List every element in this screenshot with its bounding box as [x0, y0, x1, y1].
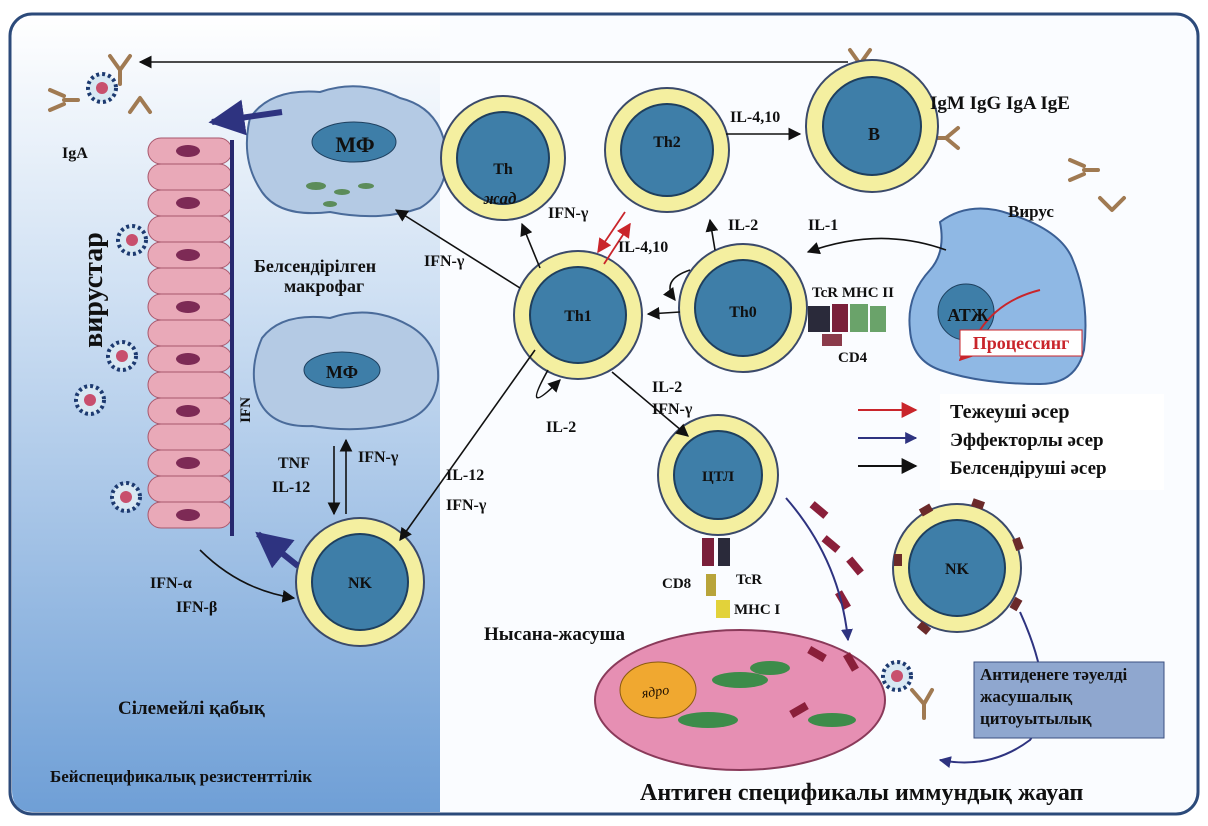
effector-arrows [208, 99, 300, 569]
activating-arrows [138, 55, 947, 603]
cell-ctl [657, 414, 779, 536]
phagosome-particles [306, 182, 374, 207]
processing-box [959, 329, 1083, 357]
cytokine-il-2-ctl: IL-2 [652, 379, 682, 396]
adcc-box [973, 661, 1165, 739]
virus-particles [74, 72, 1034, 716]
cd4-label: CD4 [838, 350, 868, 366]
cytokine-ifn-g-ctl: IFN-γ [652, 401, 693, 418]
cell-th-memory [440, 95, 566, 221]
cytokine-il-2-top: IL-2 [728, 217, 758, 234]
perforin-granules [789, 501, 864, 718]
cytokine-ifn-beta: IFN-β [176, 599, 217, 616]
cytokine-ifn-g-nk-mf: IFN-γ [358, 449, 399, 466]
tcr-label: TcR [736, 572, 762, 588]
cell-b [805, 59, 939, 193]
nonspecific-resistance-label: Бейспецификалық резистенттілік [50, 767, 312, 786]
cytokine-il-4-10-top: IL-4,10 [730, 109, 780, 126]
cell-label-apc: АТЖ [947, 305, 988, 325]
cell-nk-left [295, 517, 425, 647]
activated-macrophage-line1: Белсендірілген [254, 256, 376, 276]
virus-icon [116, 224, 148, 256]
cell-label-mf-top: МФ [335, 132, 374, 157]
cell-th0 [678, 243, 808, 373]
legend-activating-label: Белсендіруші әсер [950, 458, 1107, 479]
adcc-line2: жасушалық [980, 687, 1072, 706]
legend-effector-label: Эффекторлы әсер [950, 430, 1104, 451]
cytokine-ifn-g-mf: IFN-γ [424, 253, 465, 270]
legend-box [940, 394, 1164, 490]
antibodies [48, 48, 1126, 720]
tcr-mhc2-label: TcR MHC II [812, 285, 894, 301]
cell-label-ctl: ЦТЛ [702, 469, 734, 485]
adcc-line3: цитоуытылық [980, 709, 1092, 728]
cytokine-ifn-alpha: IFN-α [150, 575, 192, 592]
specific-response-label: Антиген спецификалы иммундық жауап [640, 780, 1084, 806]
cytokine-tnf: TNF [278, 455, 310, 472]
cell-th1 [513, 250, 643, 380]
legend-inhibitory-label: Тежеуші әсер [950, 401, 1070, 423]
cell-label-th2: Th2 [653, 134, 681, 151]
cell-label-b: B [868, 124, 880, 144]
target-cell-nucleus [619, 661, 697, 719]
mhc1-label: MHC I [734, 602, 780, 618]
nucleus-label: ядро [640, 683, 670, 702]
virus-label: Вирус [1008, 202, 1054, 221]
virus-icon [86, 72, 118, 104]
target-cell-label: Нысана-жасуша [484, 624, 626, 645]
macrophage-bottom-nucleus [303, 351, 381, 389]
virus-icon [110, 481, 142, 513]
virus-icon [881, 660, 913, 692]
epithelium-column [147, 137, 234, 536]
cell-label-th-memory: Th [493, 161, 513, 178]
cytokine-il-12-right: IL-12 [446, 467, 484, 484]
cytokine-il-2-loop: IL-2 [546, 419, 576, 436]
cell-label-th1: Th1 [564, 308, 592, 325]
cell-label-memory-suffix: жад [483, 189, 517, 208]
cell-nk-right [892, 503, 1022, 633]
virus-icon [106, 340, 138, 372]
activated-macrophage-line2: макрофаг [284, 276, 364, 296]
cd8-label: CD8 [662, 576, 691, 592]
cytokine-il-1: IL-1 [808, 217, 838, 234]
cell-label-nk-left: NK [348, 575, 373, 592]
ig-classes-label: IgM IgG IgA IgE [930, 93, 1070, 114]
tcr-mhc2-complex [808, 304, 886, 346]
macrophage-top-nucleus [311, 121, 397, 163]
cytokine-ifn-g-th2: IFN-γ [548, 205, 589, 222]
virus-icon [74, 384, 106, 416]
cell-th2 [604, 87, 730, 213]
cell-label-th0: Th0 [729, 304, 757, 321]
cytokine-ifn-g-right: IFN-γ [446, 497, 487, 514]
target-cell-organelles [678, 661, 856, 728]
iga-label: IgA [62, 145, 88, 162]
inhibitory-arrows [597, 211, 631, 265]
nk-right-receptors [894, 498, 1024, 635]
effector-thin-arrows [785, 497, 1044, 768]
processing-label: Процессинг [973, 333, 1070, 353]
viruses-vertical-label: вирустар [78, 232, 109, 348]
tcr-mhc1-complex [702, 538, 730, 618]
cell-label-mf-bottom: МФ [326, 362, 358, 382]
mucosa-label: Сілемейлі қабық [118, 698, 265, 719]
ifn-vertical-label: IFN [238, 397, 254, 423]
cell-label-nk-right: NK [945, 561, 970, 578]
adcc-line1: Антиденеге тәуелді [980, 665, 1128, 684]
cytokine-il-4-10-mid: IL-4,10 [618, 239, 668, 256]
cytokine-il-12-left: IL-12 [272, 479, 310, 496]
